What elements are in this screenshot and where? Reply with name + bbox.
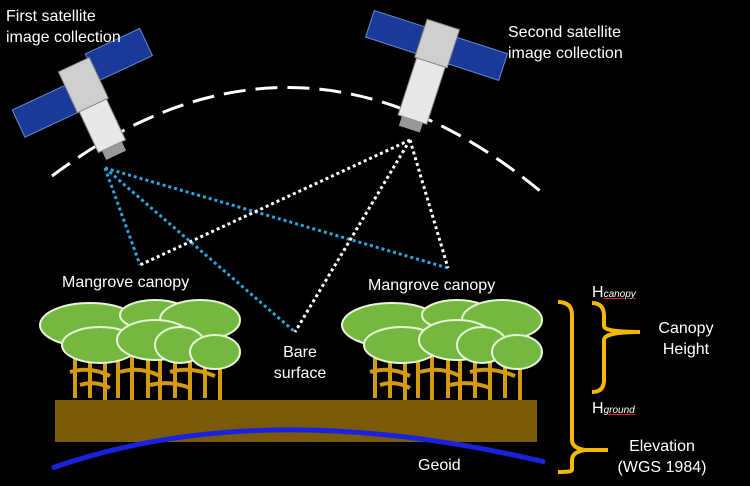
elevation-line-2: (WGS 1984) bbox=[617, 459, 707, 476]
canopy-right-label: Mangrove canopy bbox=[368, 277, 496, 294]
mangrove-right bbox=[341, 299, 543, 400]
bare-surface-label: Bare surface bbox=[268, 342, 332, 384]
geoid-curve bbox=[51, 427, 546, 471]
second-satellite-line-2: image collection bbox=[508, 45, 623, 62]
beam-first-satellite bbox=[103, 166, 449, 334]
first-satellite-line-2: image collection bbox=[6, 29, 121, 46]
h-canopy-label: Hcanopy bbox=[592, 282, 636, 305]
second-satellite-label: Second satellite image collection bbox=[508, 22, 623, 64]
bare-surface-line-1: Bare bbox=[283, 344, 317, 361]
bare-surface-line-2: surface bbox=[273, 365, 327, 382]
mangrove-left bbox=[39, 299, 241, 400]
canopy-height-label: Canopy Height bbox=[645, 318, 727, 360]
satellite-2-icon bbox=[364, 9, 509, 133]
h-canopy-sub: canopy bbox=[603, 289, 636, 300]
second-satellite-line-1: Second satellite bbox=[508, 24, 621, 41]
beam-second-satellite bbox=[139, 138, 450, 333]
orbit-arc bbox=[51, 86, 546, 197]
elevation-line-1: Elevation bbox=[629, 438, 695, 455]
elevation-label: Elevation (WGS 1984) bbox=[612, 436, 712, 478]
canopy-height-line-2: Height bbox=[662, 341, 710, 358]
ground-layer bbox=[55, 400, 537, 442]
canopy-height-bracket bbox=[591, 301, 641, 394]
first-satellite-line-1: First satellite bbox=[6, 8, 96, 25]
h-ground-sub: ground bbox=[603, 405, 635, 416]
canopy-height-line-1: Canopy bbox=[658, 320, 714, 337]
geoid-label: Geoid bbox=[418, 457, 461, 474]
h-ground-base: H bbox=[592, 400, 604, 417]
canopy-left-label: Mangrove canopy bbox=[62, 274, 190, 291]
satellite-1-icon bbox=[11, 27, 154, 160]
elevation-bracket bbox=[557, 300, 586, 474]
first-satellite-label: First satellite image collection bbox=[6, 6, 121, 48]
h-canopy-base: H bbox=[592, 284, 604, 301]
h-ground-label: Hground bbox=[592, 398, 635, 421]
